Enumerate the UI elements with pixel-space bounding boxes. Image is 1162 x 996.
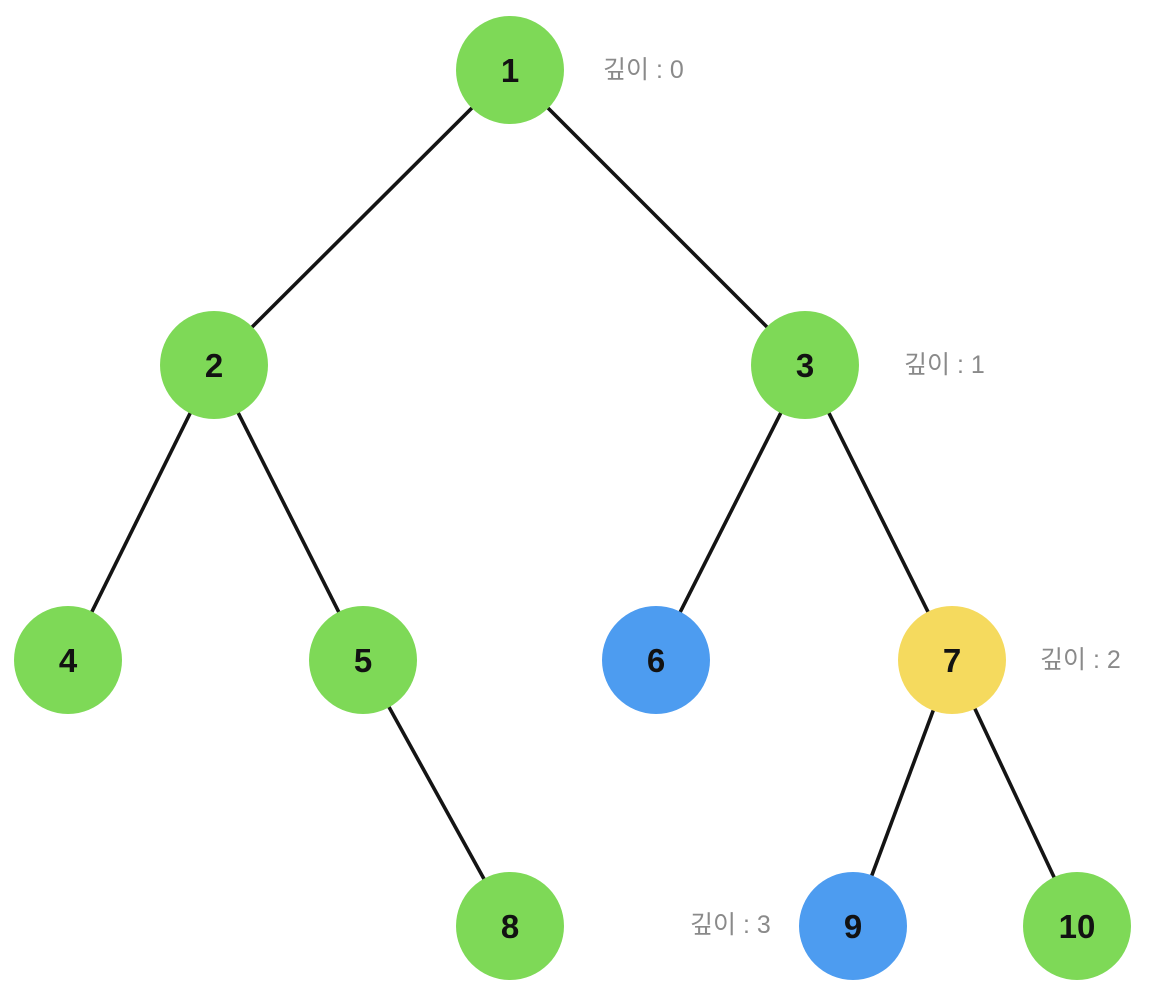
tree-edge-n1-n2 [212, 68, 512, 367]
depth-label-d2: 깊이 : 2 [1040, 646, 1121, 674]
depth-label-d3: 깊이 : 3 [690, 911, 771, 939]
tree-node-label: 6 [646, 641, 666, 679]
tree-node-4[interactable]: 4 [14, 606, 122, 714]
tree-node-8[interactable]: 8 [456, 872, 564, 980]
tree-node-5[interactable]: 5 [309, 606, 417, 714]
tree-node-label: 7 [942, 641, 962, 679]
tree-node-7[interactable]: 7 [898, 606, 1006, 714]
depth-label-d0: 깊이 : 0 [603, 56, 684, 84]
tree-node-label: 4 [58, 641, 78, 679]
depth-label-d1: 깊이 : 1 [904, 351, 985, 379]
tree-node-10[interactable]: 10 [1023, 872, 1131, 980]
tree-node-label: 1 [500, 51, 520, 89]
tree-node-3[interactable]: 3 [751, 311, 859, 419]
tree-node-6[interactable]: 6 [602, 606, 710, 714]
tree-node-label: 5 [353, 641, 373, 679]
tree-node-label: 3 [795, 346, 815, 384]
tree-node-label: 10 [1058, 907, 1096, 945]
tree-node-2[interactable]: 2 [160, 311, 268, 419]
tree-node-9[interactable]: 9 [799, 872, 907, 980]
tree-node-1[interactable]: 1 [456, 16, 564, 124]
tree-node-label: 2 [204, 346, 224, 384]
tree-node-label: 9 [843, 907, 863, 945]
tree-node-label: 8 [500, 907, 520, 945]
tree-edge-n1-n3 [508, 68, 807, 367]
tree-edge-n3-n6 [654, 364, 807, 661]
